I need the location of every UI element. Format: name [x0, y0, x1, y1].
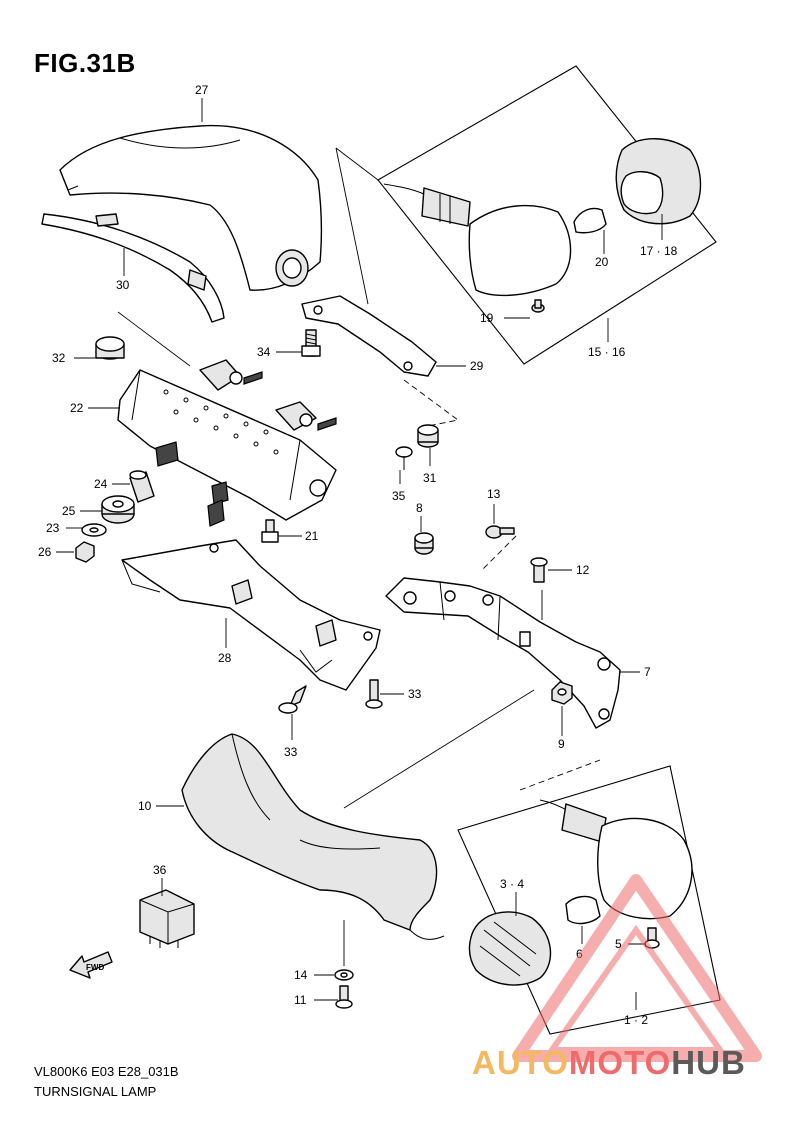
watermark-moto: MOTO	[568, 1044, 672, 1081]
callout-12: 12	[576, 563, 590, 577]
callout-5: 5	[615, 937, 622, 951]
stay-7	[385, 577, 621, 729]
relay-36	[139, 889, 195, 948]
callout-14: 14	[294, 968, 308, 982]
clip-33-left	[278, 685, 307, 714]
callout-3-4: 3 · 4	[500, 877, 524, 891]
bracket-29	[301, 295, 437, 377]
clip-33-right	[365, 679, 383, 709]
callout-31: 31	[423, 471, 437, 485]
callout-8: 8	[416, 501, 423, 515]
callout-35: 35	[392, 489, 406, 503]
callout-11: 11	[294, 993, 307, 1007]
collar-8	[414, 532, 434, 555]
callout-33-right: 33	[408, 687, 422, 701]
collar-31	[417, 424, 439, 448]
callout-21: 21	[305, 529, 319, 543]
washer-14	[334, 969, 354, 981]
inset-upper-turnsignal	[335, 65, 717, 365]
callout-25: 25	[62, 504, 76, 518]
screw-35	[395, 446, 413, 470]
drawing-code: VL800K6 E03 E28_031B	[34, 1064, 179, 1079]
figure-title: FIG.31B	[34, 48, 136, 78]
watermark-auto: AUTO	[472, 1044, 569, 1081]
callout-20: 20	[595, 255, 609, 269]
grommet-32	[95, 336, 125, 360]
fwd-arrow: FWD	[69, 951, 113, 979]
callout-15-16: 15 · 16	[588, 345, 626, 359]
callout-17-18: 17 · 18	[640, 244, 678, 258]
watermark-hub: HUB	[671, 1044, 746, 1081]
washer-23	[81, 523, 107, 537]
watermark-triangle	[512, 874, 762, 1062]
callout-24: 24	[94, 477, 108, 491]
callout-22: 22	[70, 401, 84, 415]
cushion-25	[101, 495, 135, 524]
screw-11	[335, 985, 353, 1009]
callout-10: 10	[138, 799, 152, 813]
callout-29: 29	[470, 359, 484, 373]
drawing-caption: TURNSIGNAL LAMP	[34, 1084, 157, 1099]
callout-27: 27	[195, 83, 209, 97]
callout-7: 7	[644, 665, 651, 679]
callout-19: 19	[480, 311, 494, 325]
bolt-34	[301, 329, 321, 357]
holder-28	[121, 539, 381, 691]
rear-fender-cover-27	[59, 124, 323, 291]
callout-1-2: 1 · 2	[624, 1013, 648, 1027]
callout-32: 32	[52, 351, 66, 365]
fwd-label: FWD	[86, 963, 104, 972]
bolt-21	[261, 519, 279, 543]
bolt-13	[485, 525, 515, 539]
trim-strip-30	[41, 213, 225, 323]
callout-26: 26	[38, 545, 52, 559]
callout-13: 13	[487, 487, 501, 501]
callout-9: 9	[558, 737, 565, 751]
callout-28: 28	[218, 651, 232, 665]
mounting-bracket-22	[117, 359, 337, 527]
callout-30: 30	[116, 278, 130, 292]
nut-26	[75, 541, 95, 563]
cover-10	[181, 733, 445, 940]
collar-24	[129, 470, 155, 503]
callout-33-left: 33	[284, 745, 298, 759]
callout-34: 34	[257, 345, 271, 359]
bolt-12	[530, 557, 548, 583]
watermark-logo: AUTOMOTOHUB	[472, 1044, 746, 1082]
nut-9	[551, 681, 573, 705]
callout-23: 23	[46, 521, 60, 535]
callout-36: 36	[153, 863, 167, 877]
